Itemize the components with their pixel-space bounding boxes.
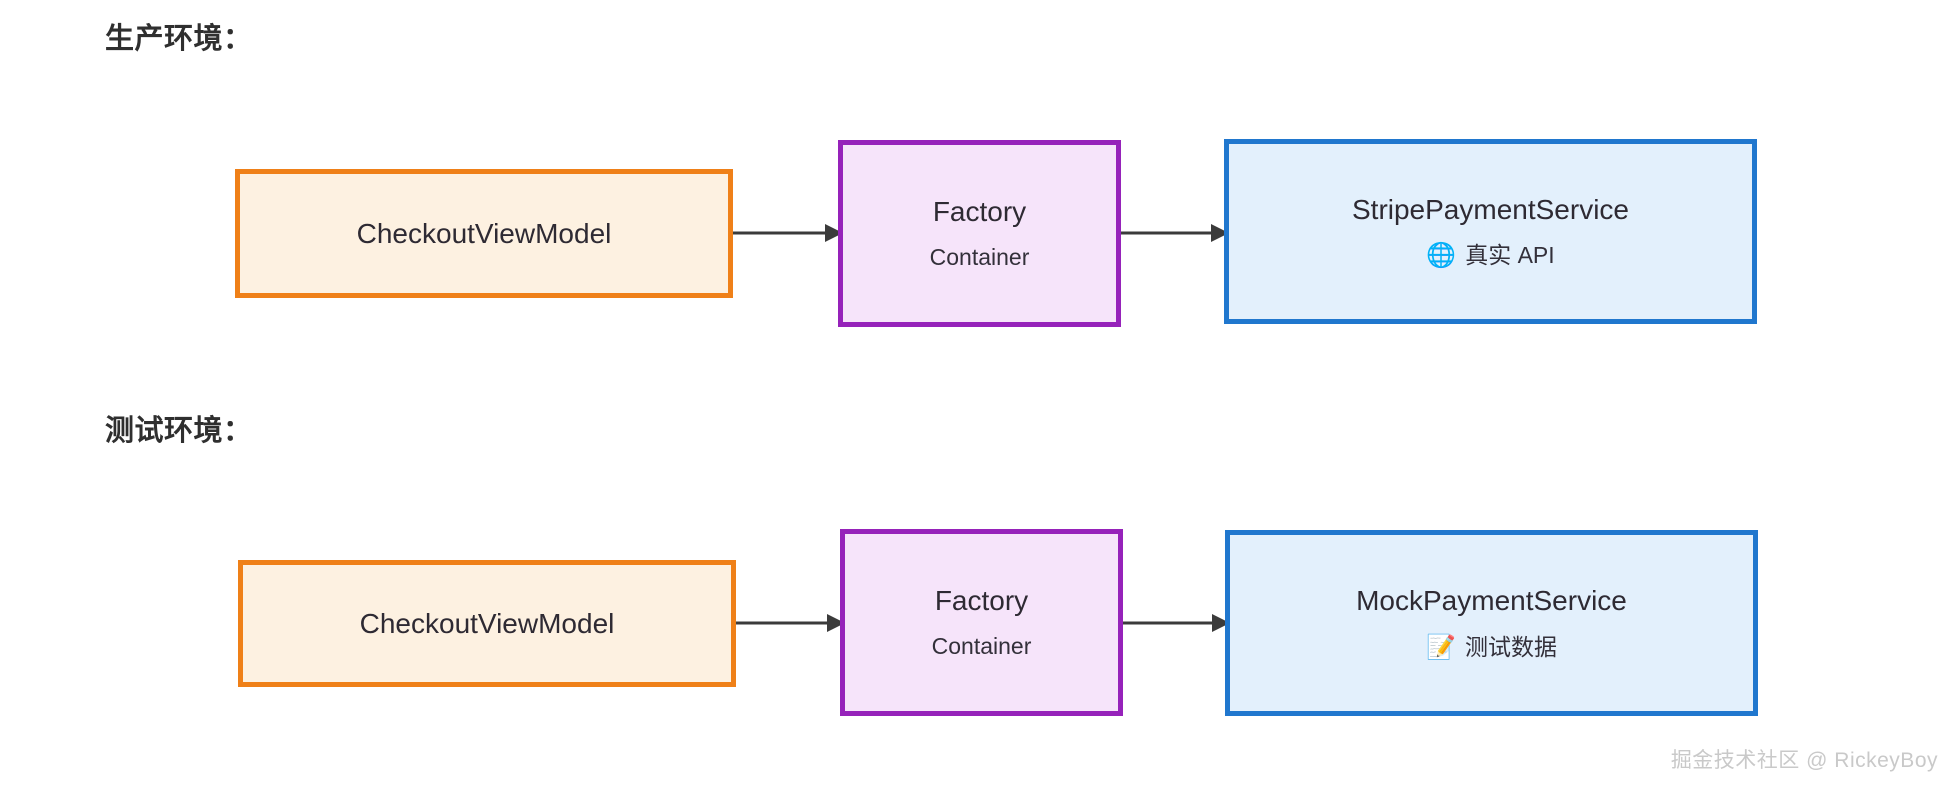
node-title: Factory xyxy=(934,584,1029,616)
arrow-factory-to-service-production xyxy=(1121,222,1229,244)
node-title: StripePaymentService xyxy=(1351,193,1629,225)
node-mock-payment-service[interactable]: MockPaymentService 📝 测试数据 xyxy=(1225,530,1758,716)
node-title: CheckoutViewModel xyxy=(356,217,612,249)
node-subtitle-text: Container xyxy=(929,244,1030,271)
section-label-test: 测试环境： xyxy=(105,415,253,447)
arrow-viewmodel-to-factory-test xyxy=(736,612,845,634)
node-subtitle-text: 真实 API xyxy=(1465,242,1555,269)
node-factory-test[interactable]: Factory Container xyxy=(840,529,1123,716)
node-subtitle: Container xyxy=(932,634,1032,660)
node-subtitle-text: Container xyxy=(931,633,1032,660)
globe-icon: 🌐 xyxy=(1426,242,1457,270)
node-title: Factory xyxy=(932,195,1027,227)
node-subtitle: 📝 测试数据 xyxy=(1426,633,1557,661)
node-checkout-viewmodel-test[interactable]: CheckoutViewModel xyxy=(238,560,736,687)
arrow-viewmodel-to-factory-production xyxy=(733,222,843,244)
node-subtitle: 🌐 真实 API xyxy=(1426,243,1554,269)
arrow-factory-to-service-test xyxy=(1123,612,1230,634)
section-label-production: 生产环境： xyxy=(105,23,253,55)
node-factory-production[interactable]: Factory Container xyxy=(838,140,1121,327)
node-title: CheckoutViewModel xyxy=(359,607,615,639)
memo-icon: 📝 xyxy=(1426,633,1456,661)
node-checkout-viewmodel-production[interactable]: CheckoutViewModel xyxy=(235,169,733,298)
node-title: MockPaymentService xyxy=(1356,585,1627,617)
node-subtitle-text: 测试数据 xyxy=(1464,633,1557,660)
node-subtitle: Container xyxy=(930,245,1030,271)
watermark: 掘金技术社区 @ RickeyBoy xyxy=(1670,749,1938,772)
node-stripe-payment-service[interactable]: StripePaymentService 🌐 真实 API xyxy=(1224,139,1757,324)
